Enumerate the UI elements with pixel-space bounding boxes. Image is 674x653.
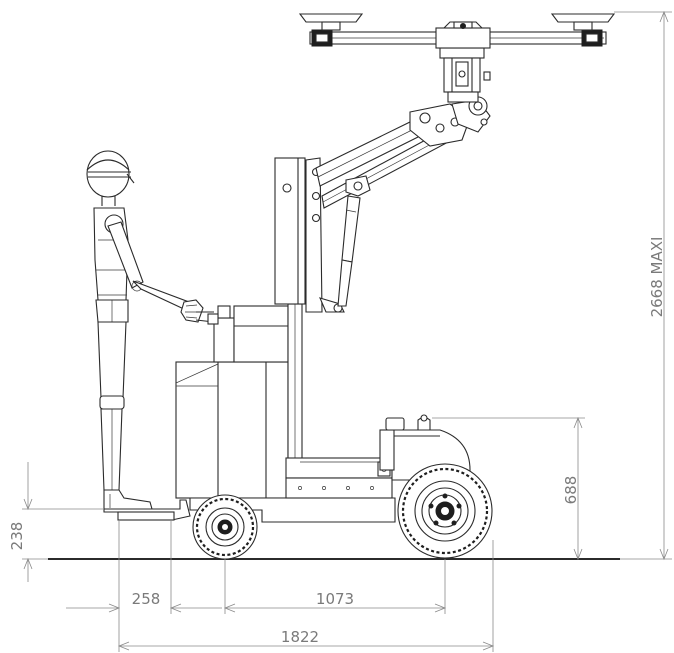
suction-frame	[298, 13, 616, 49]
human-figure	[86, 150, 204, 510]
dimension-width-front: 258	[132, 590, 161, 608]
machine-body	[103, 303, 471, 523]
dimension-height-platform: 688	[562, 476, 580, 505]
boom-arm	[315, 96, 491, 307]
dimension-height-foot: 238	[8, 522, 26, 551]
rotator-head	[439, 47, 491, 103]
dimension-lines	[22, 10, 672, 652]
rear-wheel	[192, 494, 258, 560]
dimension-width-total: 1822	[281, 628, 319, 646]
dimension-width-wheelbase: 1073	[316, 590, 354, 608]
front-wheel	[397, 463, 493, 559]
dimension-height-max: 2668 MAXI	[648, 237, 666, 318]
mast	[274, 157, 345, 313]
